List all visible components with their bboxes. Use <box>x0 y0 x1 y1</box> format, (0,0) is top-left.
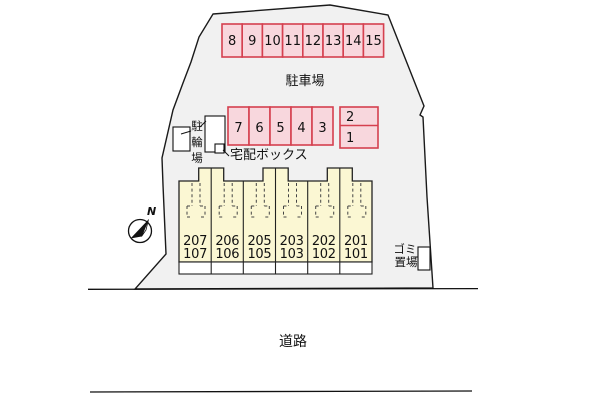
stall-number: 12 <box>305 34 322 49</box>
parking-stack: 2 1 <box>339 106 379 149</box>
parking-row-middle: 7 6 5 4 3 <box>227 106 334 146</box>
parking-stall <box>311 106 334 146</box>
stall-number: 15 <box>365 34 382 49</box>
stall-number: 14 <box>345 34 362 49</box>
garbage-area: ゴミ 置場 <box>394 242 431 271</box>
unit-entry-dashed <box>315 183 335 218</box>
bicycle-shed-left <box>172 126 191 152</box>
parking-row-top: 8 9 10 11 12 13 14 15 <box>221 23 385 58</box>
road-label: 道路 <box>279 334 307 350</box>
stall-number: 13 <box>325 34 342 49</box>
delivery-box-label: 宅配ボックス <box>230 148 308 163</box>
unit-entry-dashed <box>250 183 270 218</box>
unit-entry-dashed <box>218 183 238 218</box>
unit-number-upper: 207 <box>183 234 207 249</box>
stall-number: 5 <box>276 121 284 136</box>
bicycle-parking: 駐 輪 場 <box>172 115 226 165</box>
unit-number-upper: 203 <box>280 234 304 249</box>
stall-number: 2 <box>346 110 354 125</box>
road-edge-line <box>87 287 479 290</box>
unit-number-upper: 205 <box>247 234 271 249</box>
stall-number: 7 <box>234 121 242 136</box>
unit-number-lower: 105 <box>247 247 271 262</box>
unit-number-lower: 106 <box>215 247 239 262</box>
road-far-line <box>89 390 473 393</box>
north-label: N <box>147 205 156 218</box>
delivery-box-icon <box>214 143 225 154</box>
unit-number-lower: 101 <box>344 247 368 262</box>
unit-entry-dashed <box>347 183 367 218</box>
stall-number: 1 <box>346 131 354 146</box>
leader-line <box>222 149 230 157</box>
leader-line <box>180 130 192 135</box>
unit-entry-dashed <box>283 183 302 218</box>
bicycle-parking-label-char: 場 <box>191 151 203 165</box>
parking-stall <box>362 23 385 58</box>
parking-stall <box>339 106 379 149</box>
stall-number: 6 <box>255 121 263 136</box>
garbage-label-line1: ゴミ <box>394 242 417 256</box>
leader-line <box>199 120 207 128</box>
bicycle-parking-label-char: 駐 <box>191 119 203 133</box>
stall-number: 10 <box>264 34 281 49</box>
stall-number: 11 <box>284 34 301 49</box>
bicycle-parking-label-char: 輪 <box>191 135 203 149</box>
north-compass-icon: N <box>127 205 156 244</box>
garbage-box-icon <box>417 246 431 271</box>
stall-number: 9 <box>248 34 256 49</box>
unit-number-upper: 202 <box>312 234 336 249</box>
unit-number-upper: 206 <box>215 234 239 249</box>
compass-needle-dark <box>130 219 149 239</box>
unit-number-upper: 201 <box>344 234 368 249</box>
stall-number: 4 <box>297 121 305 136</box>
compass-needle-light <box>141 219 149 237</box>
delivery-box: 宅配ボックス <box>214 143 308 163</box>
building: 207 107 206 106 205 105 203 103 202 102 … <box>178 167 373 275</box>
garbage-label-line2: 置場 <box>395 255 418 269</box>
stall-number: 3 <box>318 121 326 136</box>
stall-number: 8 <box>228 34 236 49</box>
unit-number-lower: 103 <box>280 247 304 262</box>
unit-number-lower: 107 <box>183 247 207 262</box>
unit-entry-dashed <box>186 183 206 218</box>
unit-number-lower: 102 <box>312 247 336 262</box>
parking-lot-label: 駐車場 <box>285 74 324 89</box>
